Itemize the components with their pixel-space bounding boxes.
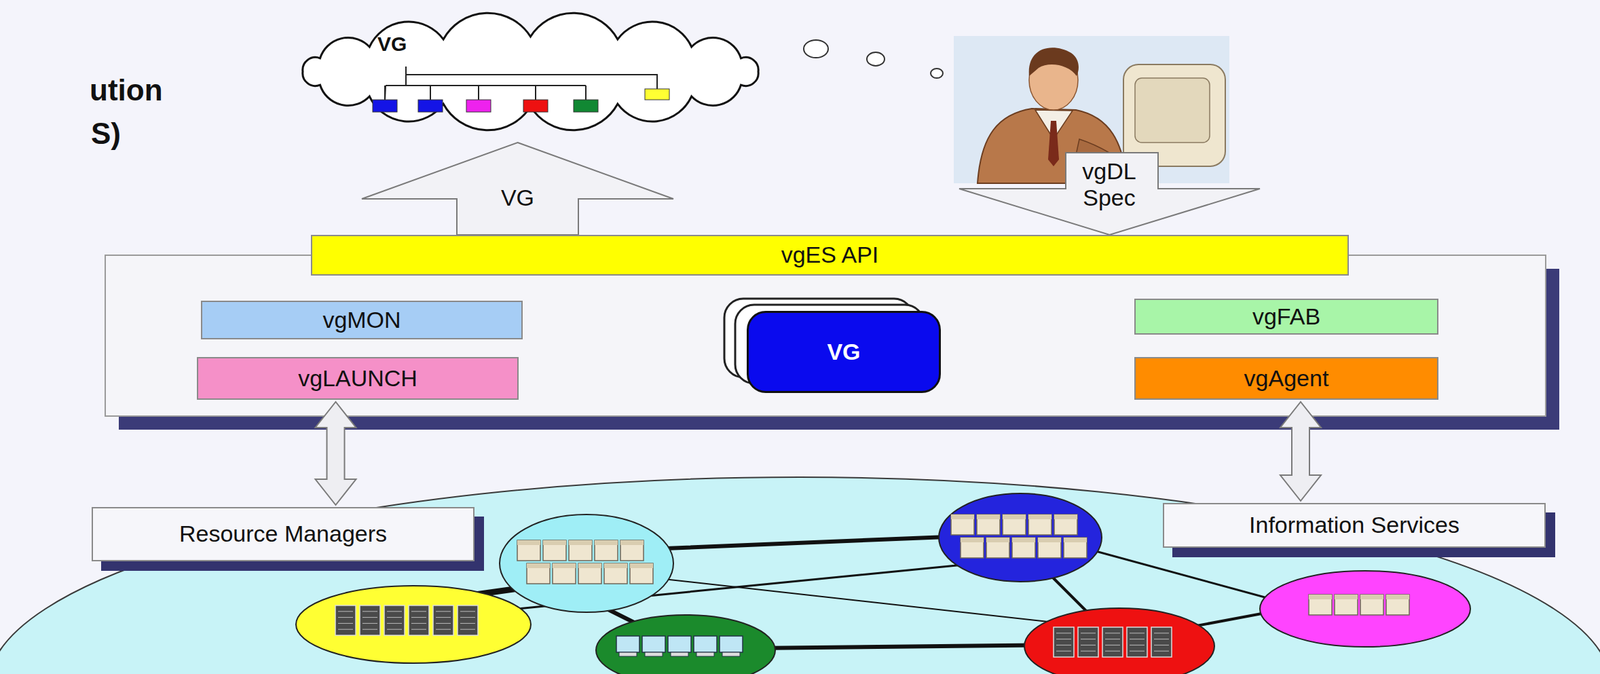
cloud-shape-outline: [290, 25, 771, 118]
cloud-shape: VG: [290, 25, 771, 118]
title-fragment: S): [90, 116, 121, 152]
double-block-arrow: [1280, 401, 1322, 501]
title-fragment: ution: [89, 73, 163, 108]
server-cluster: [499, 514, 674, 613]
server-cluster: [1259, 570, 1471, 647]
double-block-arrow: [315, 401, 357, 506]
thought-bubble: [866, 52, 885, 66]
block-arrow: VG: [361, 142, 674, 235]
block-arrow: vgDL Spec: [959, 152, 1260, 235]
vg-card: VG: [746, 310, 941, 394]
node-label: vgAgent: [1244, 365, 1330, 392]
node-label: vgMON: [322, 306, 401, 334]
node-label: VG: [377, 32, 407, 57]
server-cluster: [596, 615, 776, 674]
node-label: vgDL Spec: [1065, 158, 1154, 212]
node-label: vgLAUNCH: [298, 365, 418, 392]
component-bar: vgMON: [200, 300, 523, 340]
vges-panel: [105, 255, 1546, 417]
server-cluster: [938, 493, 1102, 582]
node-label: VG: [456, 184, 579, 212]
server-cluster: [1024, 608, 1215, 674]
service-box: Resource Managers: [91, 507, 475, 562]
vg-tree: [384, 66, 658, 100]
node-label: VG: [826, 338, 861, 366]
thought-bubble: [930, 68, 943, 79]
thought-bubble: [803, 40, 829, 58]
node-label: vgFAB: [1252, 303, 1321, 330]
service-box: Information Services: [1162, 503, 1546, 548]
grid-ground: [0, 477, 1600, 674]
server-cluster: [295, 585, 531, 664]
node-label: vgES API: [781, 241, 880, 269]
node-label: Resource Managers: [179, 520, 387, 548]
api-bar: vgES API: [310, 234, 1349, 276]
component-bar: vgLAUNCH: [196, 357, 519, 400]
component-bar: vgFAB: [1134, 298, 1439, 335]
component-bar: vgAgent: [1134, 357, 1439, 400]
node-label: Information Services: [1249, 511, 1460, 539]
